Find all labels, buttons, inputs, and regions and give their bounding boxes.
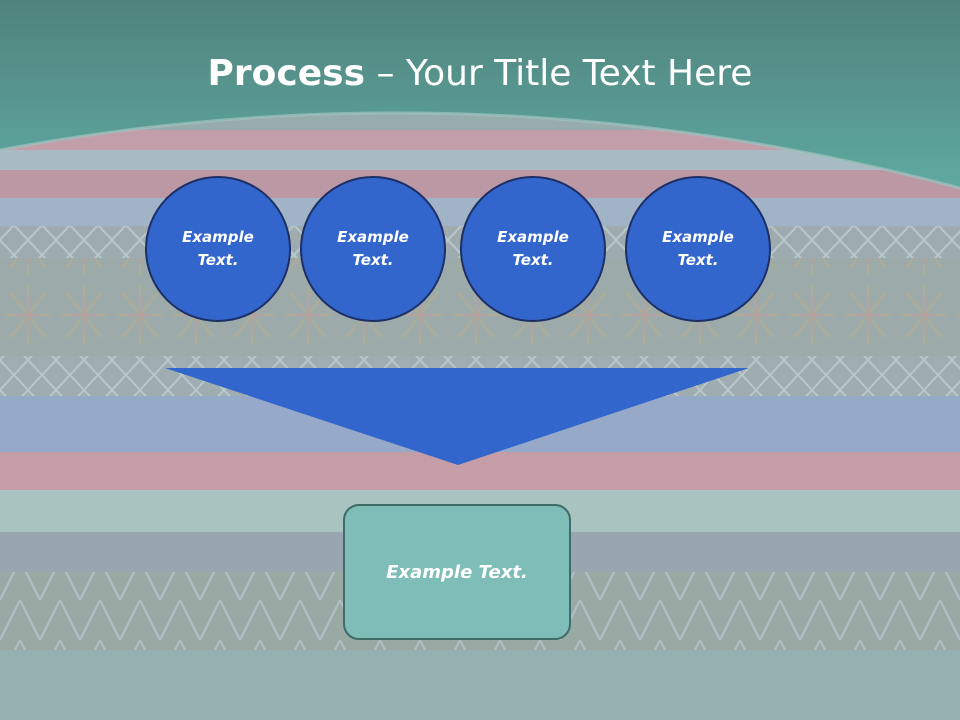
process-circle-3[interactable]: Example Text. (460, 176, 606, 322)
process-circle-2[interactable]: Example Text. (300, 176, 446, 322)
result-box-label: Example Text. (386, 561, 528, 583)
title-rest: – Your Title Text Here (365, 53, 753, 94)
process-circle-4[interactable]: Example Text. (625, 176, 771, 322)
process-circle-label: Example Text. (182, 228, 254, 269)
process-circle-label: Example Text. (337, 228, 409, 269)
title-bold: Process (207, 53, 366, 94)
process-circle-label: Example Text. (497, 228, 569, 269)
slide-title: Process – Your Title Text Here (0, 50, 960, 98)
process-circle-1[interactable]: Example Text. (145, 176, 291, 322)
down-arrow-shape (165, 368, 749, 465)
result-box[interactable]: Example Text. (343, 504, 571, 640)
process-circle-label: Example Text. (662, 228, 734, 269)
